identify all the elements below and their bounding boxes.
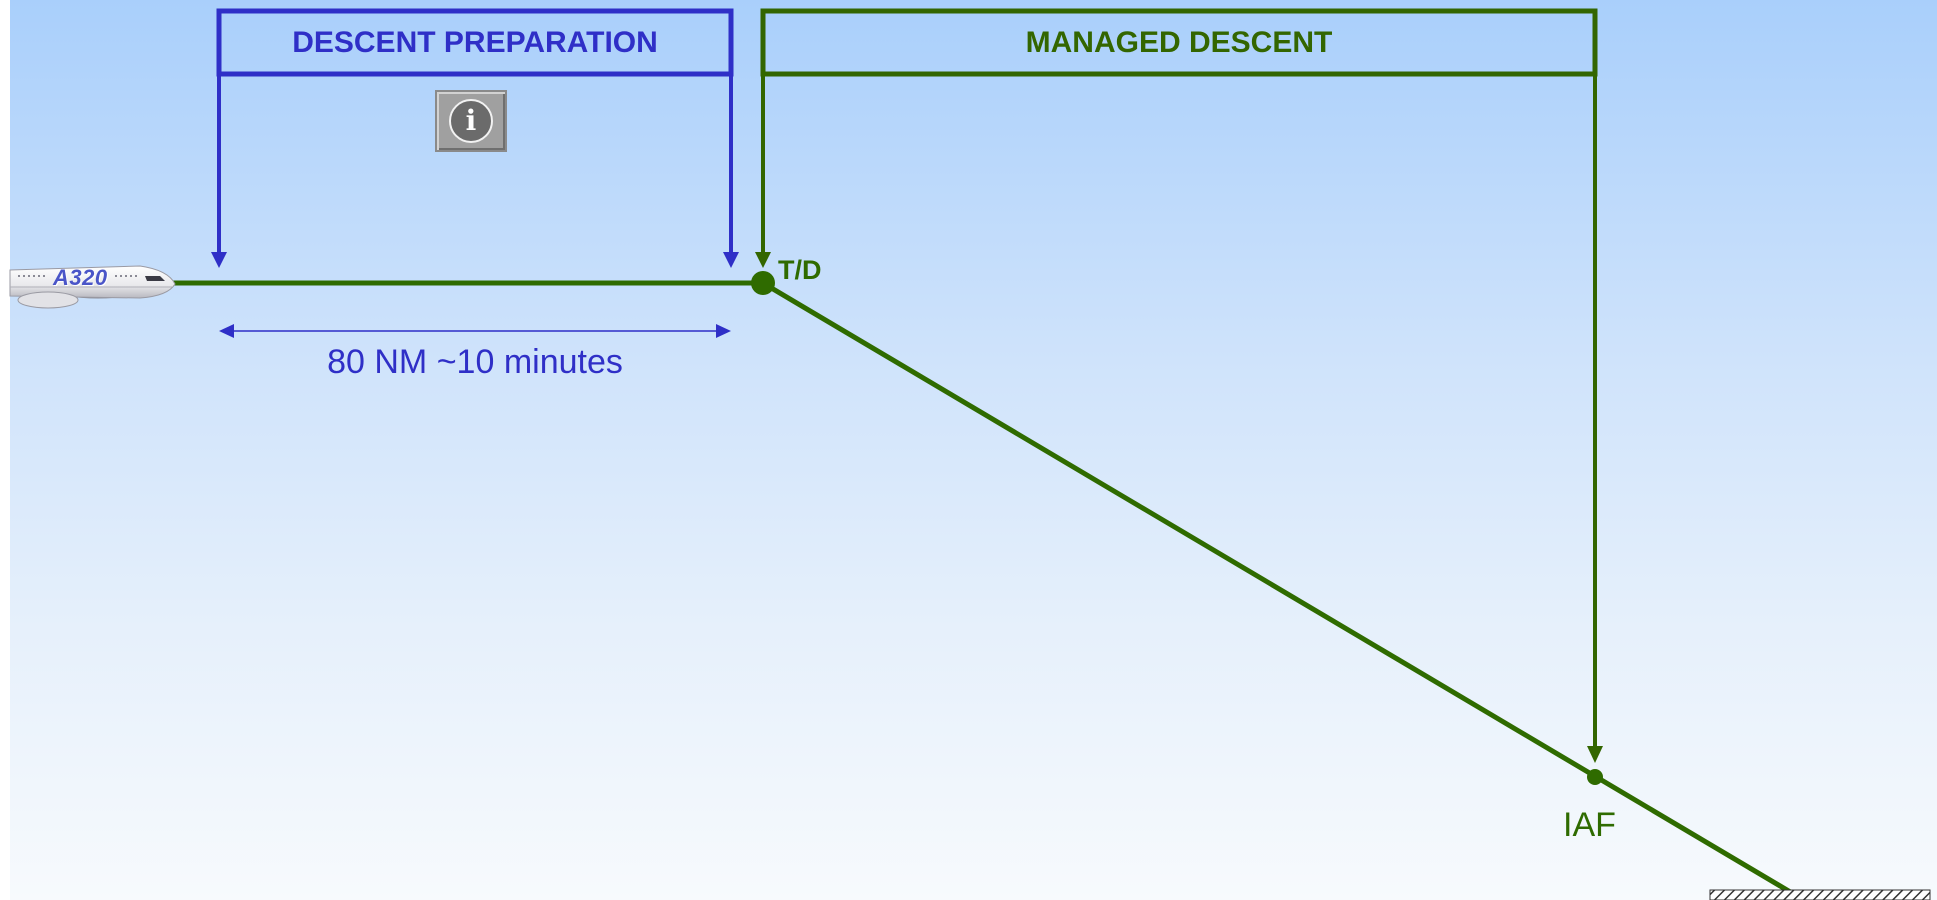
flight-path xyxy=(170,271,1794,896)
descent-preparation-bracket xyxy=(211,8,739,268)
top-of-descent-marker xyxy=(751,271,775,295)
managed-descent-bracket xyxy=(755,8,1603,763)
sky-background xyxy=(10,0,1937,900)
descent-preparation-title: DESCENT PREPARATION xyxy=(292,26,658,59)
aircraft-label: A320 xyxy=(53,265,108,290)
managed-descent-title: MANAGED DESCENT xyxy=(1025,26,1333,59)
iaf-label: IAF xyxy=(1563,806,1616,844)
info-button[interactable]: i xyxy=(435,90,507,152)
distance-label: 80 NM ~10 minutes xyxy=(327,343,623,381)
runway xyxy=(1709,889,1931,900)
top-of-descent-label: T/D xyxy=(778,255,822,285)
iaf-marker xyxy=(1587,769,1603,785)
info-icon: i xyxy=(449,99,493,143)
a320-aircraft-icon xyxy=(9,265,176,309)
distance-arrow xyxy=(219,324,731,338)
